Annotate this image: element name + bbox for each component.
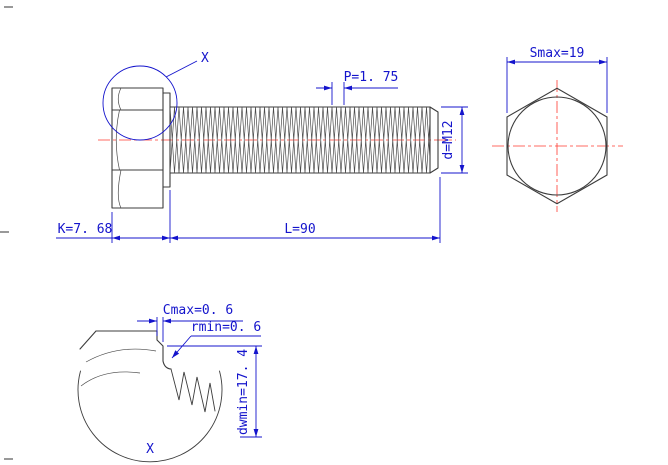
arrowhead bbox=[253, 429, 259, 437]
detail-callout-label: X bbox=[201, 51, 209, 66]
detail-thread-profile bbox=[170, 368, 216, 413]
arrowhead bbox=[459, 165, 465, 173]
chamfer-dim-lines bbox=[137, 317, 243, 342]
dimension-length: L=90 bbox=[170, 177, 441, 243]
diameter-dim-lines bbox=[441, 106, 468, 174]
dimension-fillet: rmin=0. 6 bbox=[171, 320, 261, 359]
shank-outline bbox=[169, 106, 439, 174]
pitch-label: P=1. 75 bbox=[344, 70, 399, 85]
dimension-chamfer: Cmax=0. 6 bbox=[137, 303, 243, 342]
arrowhead bbox=[344, 85, 352, 91]
length-dim-lines bbox=[170, 177, 441, 243]
end-view-centerlines bbox=[492, 80, 623, 212]
bolt-head-chamfer-arcs bbox=[115, 87, 122, 209]
arrowhead bbox=[170, 235, 178, 241]
chamfer-circle bbox=[507, 96, 607, 196]
detail-head-outline bbox=[79, 330, 172, 370]
arrowhead bbox=[599, 59, 607, 65]
bolt-head bbox=[111, 87, 164, 209]
dimension-across-flats: Smax=19 bbox=[506, 46, 608, 113]
washer-face-dim-lines bbox=[167, 345, 262, 438]
detail-title-label: X bbox=[146, 442, 154, 457]
threaded-shank bbox=[169, 106, 439, 174]
arrowhead bbox=[162, 235, 170, 241]
arrowhead bbox=[253, 346, 259, 354]
diameter-label: d=M12 bbox=[441, 120, 456, 159]
break-arc bbox=[77, 370, 223, 463]
chamfer-label: Cmax=0. 6 bbox=[163, 303, 233, 318]
hexagon-outline bbox=[506, 87, 608, 205]
dimension-pitch: P=1. 75 bbox=[316, 70, 398, 105]
bolt-head-facet-lines bbox=[111, 109, 164, 171]
detail-callout-circle bbox=[102, 65, 178, 141]
arrowhead bbox=[432, 235, 440, 241]
detail-view: Cmax=0. 6 rmin=0. 6 dwmin=17. 4 X bbox=[77, 303, 262, 463]
washer-face-label: dwmin=17. 4 bbox=[236, 349, 251, 435]
detail-head-facet-arcs bbox=[80, 348, 157, 387]
arrowhead bbox=[507, 59, 515, 65]
across-flats-label: Smax=19 bbox=[530, 46, 585, 61]
length-label: L=90 bbox=[284, 222, 315, 237]
sheet-marks bbox=[0, 6, 13, 460]
arrowhead bbox=[163, 318, 171, 324]
arrowhead bbox=[459, 107, 465, 115]
arrowhead bbox=[112, 235, 120, 241]
dimension-washer-face: dwmin=17. 4 bbox=[167, 345, 262, 438]
detail-head bbox=[79, 330, 216, 413]
end-view: Smax=19 bbox=[492, 46, 623, 212]
pitch-dim-lines bbox=[316, 82, 398, 105]
thread-hatch bbox=[170, 107, 430, 173]
dimension-diameter: d=M12 bbox=[441, 106, 468, 174]
main-view: X P=1. 75 d=M12 K=7. 68 L=90 bbox=[56, 51, 468, 243]
across-flats-dim-lines bbox=[506, 57, 608, 113]
bolt-head-outline bbox=[111, 87, 164, 209]
arrowhead bbox=[149, 318, 157, 324]
arrowhead bbox=[172, 350, 180, 358]
arrowhead bbox=[324, 85, 332, 91]
head-height-label: K=7. 68 bbox=[58, 222, 113, 237]
detail-callout: X bbox=[102, 51, 209, 141]
fillet-label: rmin=0. 6 bbox=[191, 320, 261, 335]
detail-callout-leader bbox=[165, 60, 198, 78]
dimension-head-height: K=7. 68 bbox=[56, 190, 171, 243]
